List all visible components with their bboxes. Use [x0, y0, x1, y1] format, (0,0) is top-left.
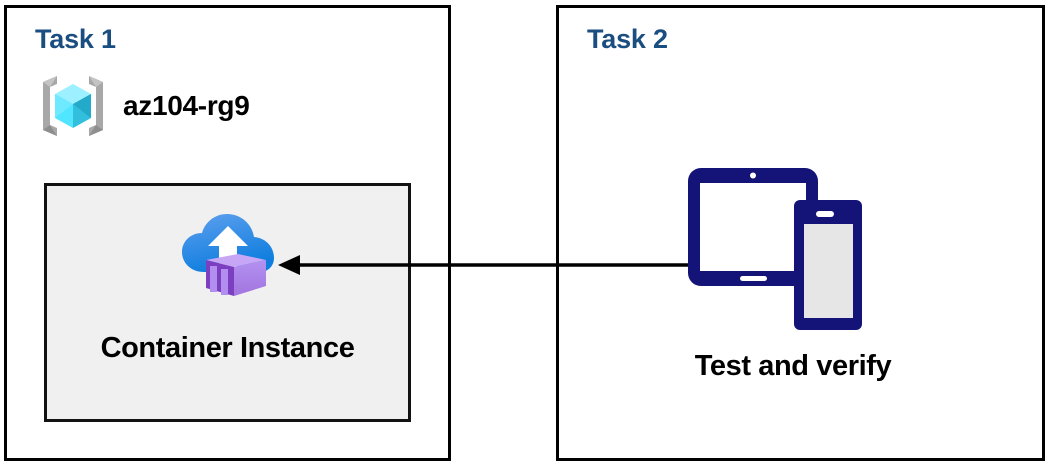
azure-resource-group-icon [43, 76, 103, 136]
panel-task-2-title: Task 2 [587, 24, 668, 54]
container-instance-label: Container Instance [100, 332, 355, 364]
azure-container-instance-icon [181, 214, 274, 296]
resource-group-row: az104-rg9 [37, 70, 250, 142]
panel-task-1: Task 1 az104-rg9 [4, 5, 451, 461]
test-and-verify-group: Test and verify [628, 160, 958, 400]
container-instance-box: Container Instance [44, 183, 411, 422]
panel-task-1-title: Task 1 [35, 24, 116, 54]
test-and-verify-label: Test and verify [694, 350, 892, 382]
resource-group-label: az104-rg9 [123, 90, 250, 121]
tablet-and-phone-devices-icon [688, 168, 862, 330]
